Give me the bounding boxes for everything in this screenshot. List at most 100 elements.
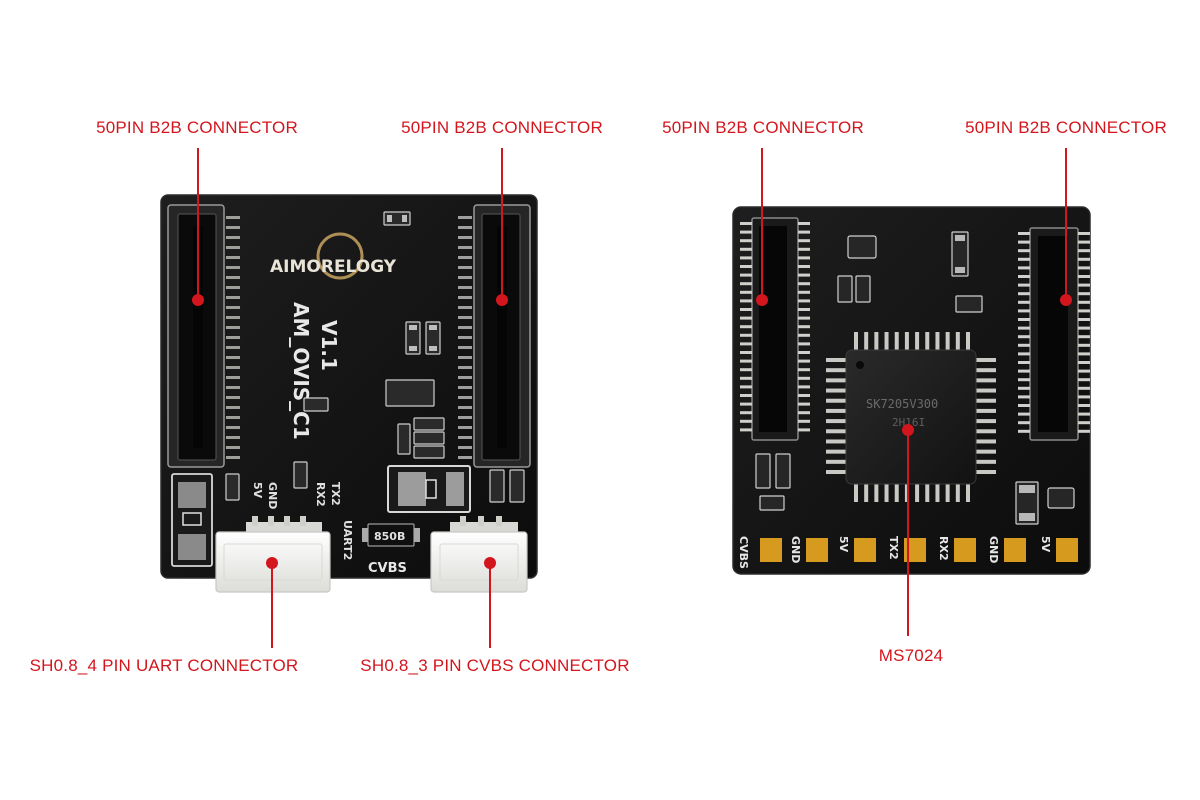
dot-chip [902,424,914,436]
front-left-b2b-connector [167,204,240,468]
connector-pin [1078,404,1090,407]
chip-lead [945,482,950,502]
chip-lead [904,482,909,502]
chip-lead [925,332,930,352]
annotation-dots [192,294,1072,569]
connector-pin [740,376,752,380]
chip-lead [915,332,920,352]
chip-lead [955,332,960,352]
pad-label: GND [987,536,1000,563]
connector-pin [1078,412,1090,416]
connector-pin [740,290,752,294]
pad-label: 5V [1039,536,1052,553]
chip-lead [955,482,960,502]
connector-pin [458,286,472,289]
connector-pin [798,333,810,337]
connector-pin [1018,266,1030,270]
connector-pin [458,376,472,379]
connector-pin [1018,369,1030,373]
gold-pad[interactable] [1056,538,1078,562]
connector-pin [226,316,240,319]
connector-pin [1018,412,1030,416]
connector-pin [740,333,752,337]
connector-pin [458,356,472,359]
pad-label: CVBS [737,536,750,569]
gold-pad[interactable] [760,538,782,562]
connector-pin [1018,292,1030,296]
chip-lead [826,378,848,383]
connector-pin [1018,300,1030,304]
chip-lead [974,358,996,362]
connector-pin [1078,309,1090,313]
connector-pin [798,385,810,389]
chip-lead [854,482,858,502]
connector-pin [798,316,810,320]
chip-lead [854,332,858,352]
gold-pad[interactable] [854,538,876,562]
cvbs-3pin-connector[interactable] [430,516,528,593]
chip-lead [974,429,996,434]
label-front-left-b2b: 50PIN B2B CONNECTOR [96,118,298,137]
connector-pin [798,368,810,372]
connector-pin [226,386,240,389]
gold-pad[interactable] [954,538,976,562]
connector-pin [798,325,810,329]
connector-pin [740,247,752,251]
connector-pin [458,326,472,329]
connector-pin [1018,326,1030,330]
connector-pin [458,336,472,339]
connector-pin [798,402,810,406]
connector-pin [798,256,810,260]
connector-pin [1078,335,1090,339]
connector-pin [458,236,472,239]
connector-pin [458,256,472,259]
connector-pin [740,222,752,225]
connector-pin [1018,343,1030,347]
connector-pin [1018,378,1030,382]
chip-lead [915,482,920,502]
front-component-pads [387,215,437,351]
chip-lead [874,332,879,352]
gold-pad-row[interactable] [760,538,1078,562]
chip-lead [826,439,848,444]
connector-pin [226,306,240,309]
connector-pin [226,416,240,419]
label-back-left-b2b: 50PIN B2B CONNECTOR [662,118,864,137]
connector-pin [458,296,472,299]
connector-pin [458,386,472,389]
pin-label-gnd: GND [266,482,279,509]
chip-lead [966,332,970,352]
chip-lead [826,459,848,464]
aimorelogy-logo: AIMORELOGY [270,232,397,280]
connector-pin [226,246,240,249]
connector-pin [798,222,810,225]
chip-lead [826,449,848,454]
connector-pin [740,385,752,389]
gold-pad[interactable] [904,538,926,562]
connector-pin [458,246,472,249]
connector-pin [226,446,240,449]
connector-pin [1078,300,1090,304]
connector-pin [740,256,752,260]
gold-pad[interactable] [1004,538,1026,562]
connector-pin [458,426,472,429]
connector-pin [798,351,810,354]
connector-pin [1018,275,1030,278]
connector-pin [1078,421,1090,425]
gold-pad[interactable] [806,538,828,562]
connector-pin [458,416,472,419]
connector-pin [1078,232,1090,235]
connector-pin [458,396,472,399]
label-uart-connector: SH0.8_4 PIN UART CONNECTOR [29,656,299,675]
pin-label-rx2: RX2 [314,482,327,507]
connector-pin [226,376,240,379]
connector-pin [740,299,752,303]
connector-pin [798,299,810,303]
pad-label: TX2 [887,536,900,560]
connector-pin [458,216,472,219]
connector-pin [226,356,240,359]
connector-pin [798,239,810,243]
dot-cvbs-connector [484,557,496,569]
